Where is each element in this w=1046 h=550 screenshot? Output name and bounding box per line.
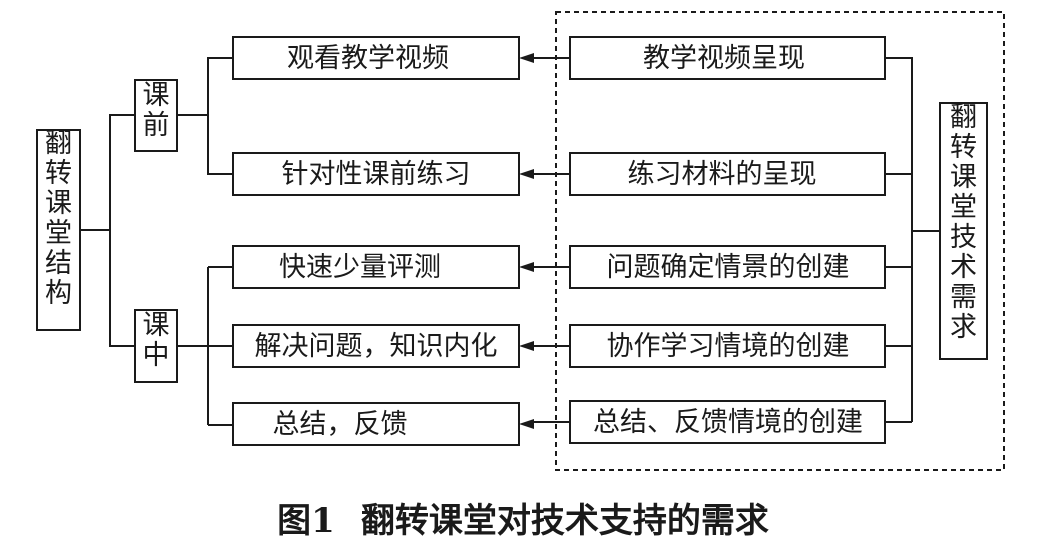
figure-caption: 图1 翻转课堂对技术支持的需求 [277, 501, 769, 541]
activity-box-4 [232, 324, 520, 368]
phase-pre-box [134, 79, 178, 152]
requirement-box-5 [569, 400, 886, 444]
caption-number: 图1 [277, 501, 335, 541]
activity-label-4: 解决问题，知识内化 [255, 331, 498, 362]
activity-label-5: 总结，反馈 [273, 409, 408, 440]
requirement-box-2 [569, 152, 886, 196]
structure-connectors [80, 57, 233, 426]
arrowhead-2 [519, 169, 534, 179]
requirement-label-2: 练习材料的呈现 [628, 159, 817, 190]
activity-box-2 [232, 152, 520, 196]
requirement-label-4: 协作学习情境的创建 [607, 331, 850, 362]
activity-label-1: 观看教学视频 [287, 43, 449, 74]
phase-in-box [134, 309, 178, 383]
phase-pre-label: 课前 [143, 80, 170, 141]
requirement-box-3 [569, 245, 886, 289]
activity-box-3 [232, 245, 520, 289]
arrowhead-1 [519, 53, 534, 63]
activity-label-3: 快速少量评测 [279, 252, 441, 283]
tech-box [939, 102, 988, 360]
tech-title: 翻转课堂技术需求 [950, 102, 977, 343]
requirement-label-5: 总结、反馈情境的创建 [593, 407, 863, 438]
arrows [519, 53, 570, 429]
phase-in-label: 课中 [143, 310, 170, 371]
structure-box [36, 129, 81, 331]
activity-label-2: 针对性课前练习 [282, 159, 471, 190]
requirement-label-1: 教学视频呈现 [643, 43, 805, 74]
arrowhead-5 [519, 419, 534, 429]
caption-text: 翻转课堂对技术支持的需求 [361, 501, 769, 541]
arrowhead-3 [519, 262, 534, 272]
activity-box-5 [232, 402, 520, 446]
requirement-label-3: 问题确定情景的创建 [607, 252, 850, 283]
arrowhead-4 [519, 341, 534, 351]
requirement-box-1 [569, 36, 886, 80]
requirement-box-4 [569, 324, 886, 368]
activity-box-1 [232, 36, 520, 80]
tech-connectors [885, 57, 940, 423]
structure-title: 翻转课堂结构 [45, 128, 72, 309]
tech-requirements-region [555, 11, 1005, 471]
